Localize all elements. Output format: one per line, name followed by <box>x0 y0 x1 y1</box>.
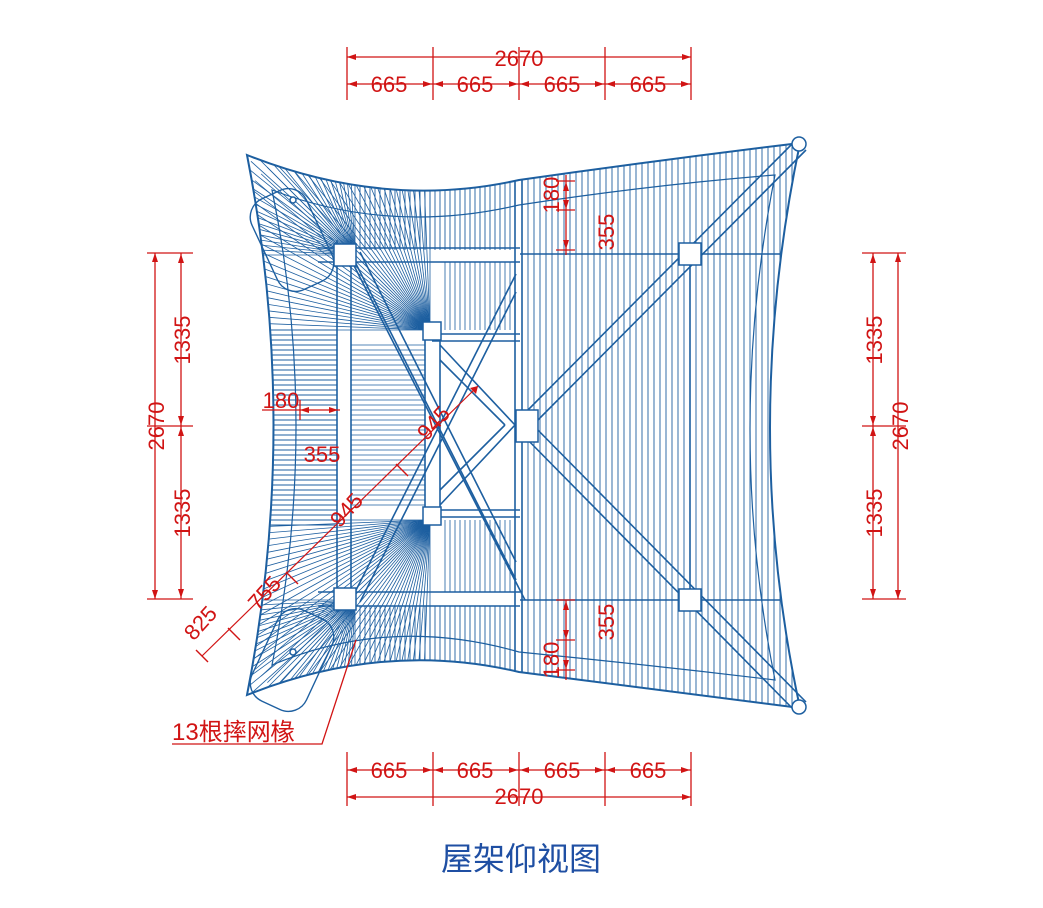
dim-top-seg-1: 665 <box>371 72 408 97</box>
corner-board-bottom-left <box>249 607 335 713</box>
rafter-note: 13根摔网椽 <box>172 719 295 746</box>
dim-top-seg-3: 665 <box>544 72 581 97</box>
dim-right-total: 2670 <box>888 402 913 451</box>
dim-left-overhang-180: 180 <box>263 388 300 413</box>
dim-bottom-total: 2670 <box>495 784 544 809</box>
dim-diag-755: 755 <box>243 571 286 615</box>
right-half-rafters <box>521 143 799 708</box>
dim-bottom-overhang-180: 180 <box>539 642 564 679</box>
dim-bottom-seg-4: 665 <box>630 758 667 783</box>
dim-bottom-seg-2: 665 <box>457 758 494 783</box>
dim-top-seg-4: 665 <box>630 72 667 97</box>
dim-right-half-2: 1335 <box>862 489 887 538</box>
dim-bottom-seg-3: 665 <box>544 758 581 783</box>
roof-structure <box>245 136 807 715</box>
dim-bottom-seg-1: 665 <box>371 758 408 783</box>
dim-bottom-overhang-355: 355 <box>594 604 619 641</box>
dimension-lines <box>147 47 906 806</box>
dim-left-total: 2670 <box>144 402 169 451</box>
dim-top-overhang-180: 180 <box>539 177 564 214</box>
drawing-title: 屋架仰视图 <box>441 841 601 877</box>
frame-posts <box>289 136 807 715</box>
corner-board-top-left <box>249 187 335 293</box>
dim-top-seg-2: 665 <box>457 72 494 97</box>
dim-left-half-2: 1335 <box>170 489 195 538</box>
dim-right-half-1: 1335 <box>862 316 887 365</box>
dim-left-overhang-355: 355 <box>304 442 341 467</box>
dim-diag-825: 825 <box>179 601 222 645</box>
dim-left-half-1: 1335 <box>170 316 195 365</box>
left-side-eave-rafters <box>247 329 425 526</box>
dim-top-overhang-355: 355 <box>594 214 619 251</box>
dim-top-total: 2670 <box>495 46 544 71</box>
